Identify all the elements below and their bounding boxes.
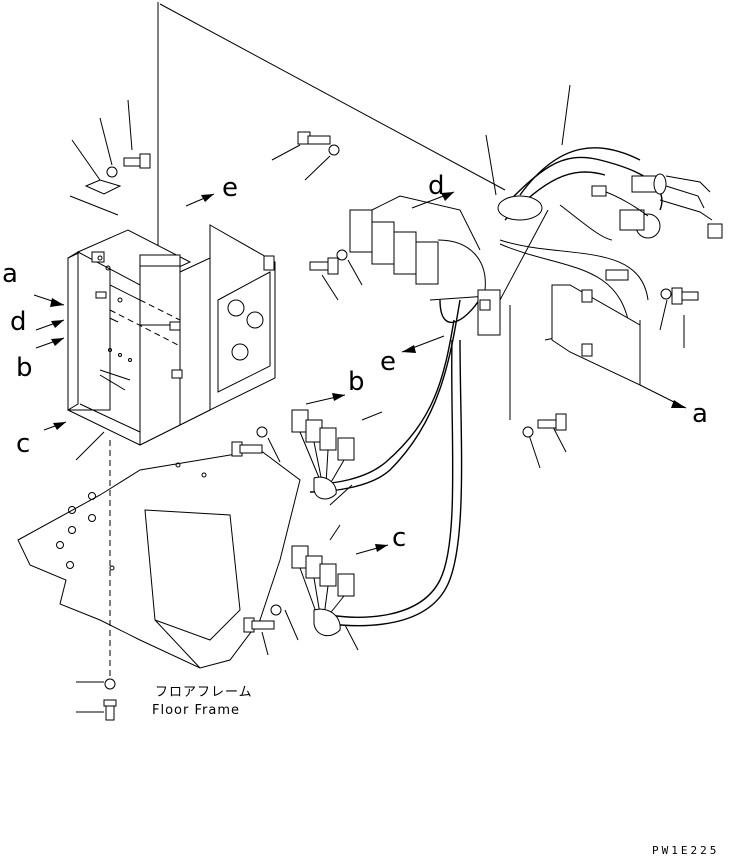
callout-a-right: a	[692, 399, 708, 429]
callout-arrows	[33, 191, 687, 555]
relay-bracket-box	[67, 224, 276, 446]
callout-c-middle: c	[392, 523, 406, 553]
callout-d-left: d	[10, 307, 27, 337]
callout-c-left: c	[16, 429, 30, 459]
wiring-harness	[309, 147, 723, 627]
relay-cluster-lower	[243, 545, 355, 637]
drawing-code: PW1E225	[652, 844, 719, 857]
floor-frame-caption-japanese: フロアフレーム	[155, 685, 253, 700]
callout-b-left: b	[16, 353, 33, 383]
floor-frame-caption-english: Floor Frame	[152, 703, 240, 718]
callout-b-middle: b	[348, 367, 365, 397]
relay-cluster-top	[297, 131, 486, 291]
callout-e-middle: e	[380, 347, 396, 377]
callout-a-left: a	[2, 259, 18, 289]
callout-d-top: d	[428, 171, 445, 201]
relay-cluster-middle	[231, 409, 355, 500]
clip-and-bolt	[84, 153, 151, 195]
callout-e-top: e	[222, 173, 238, 203]
floor-frame-plate	[17, 440, 301, 721]
